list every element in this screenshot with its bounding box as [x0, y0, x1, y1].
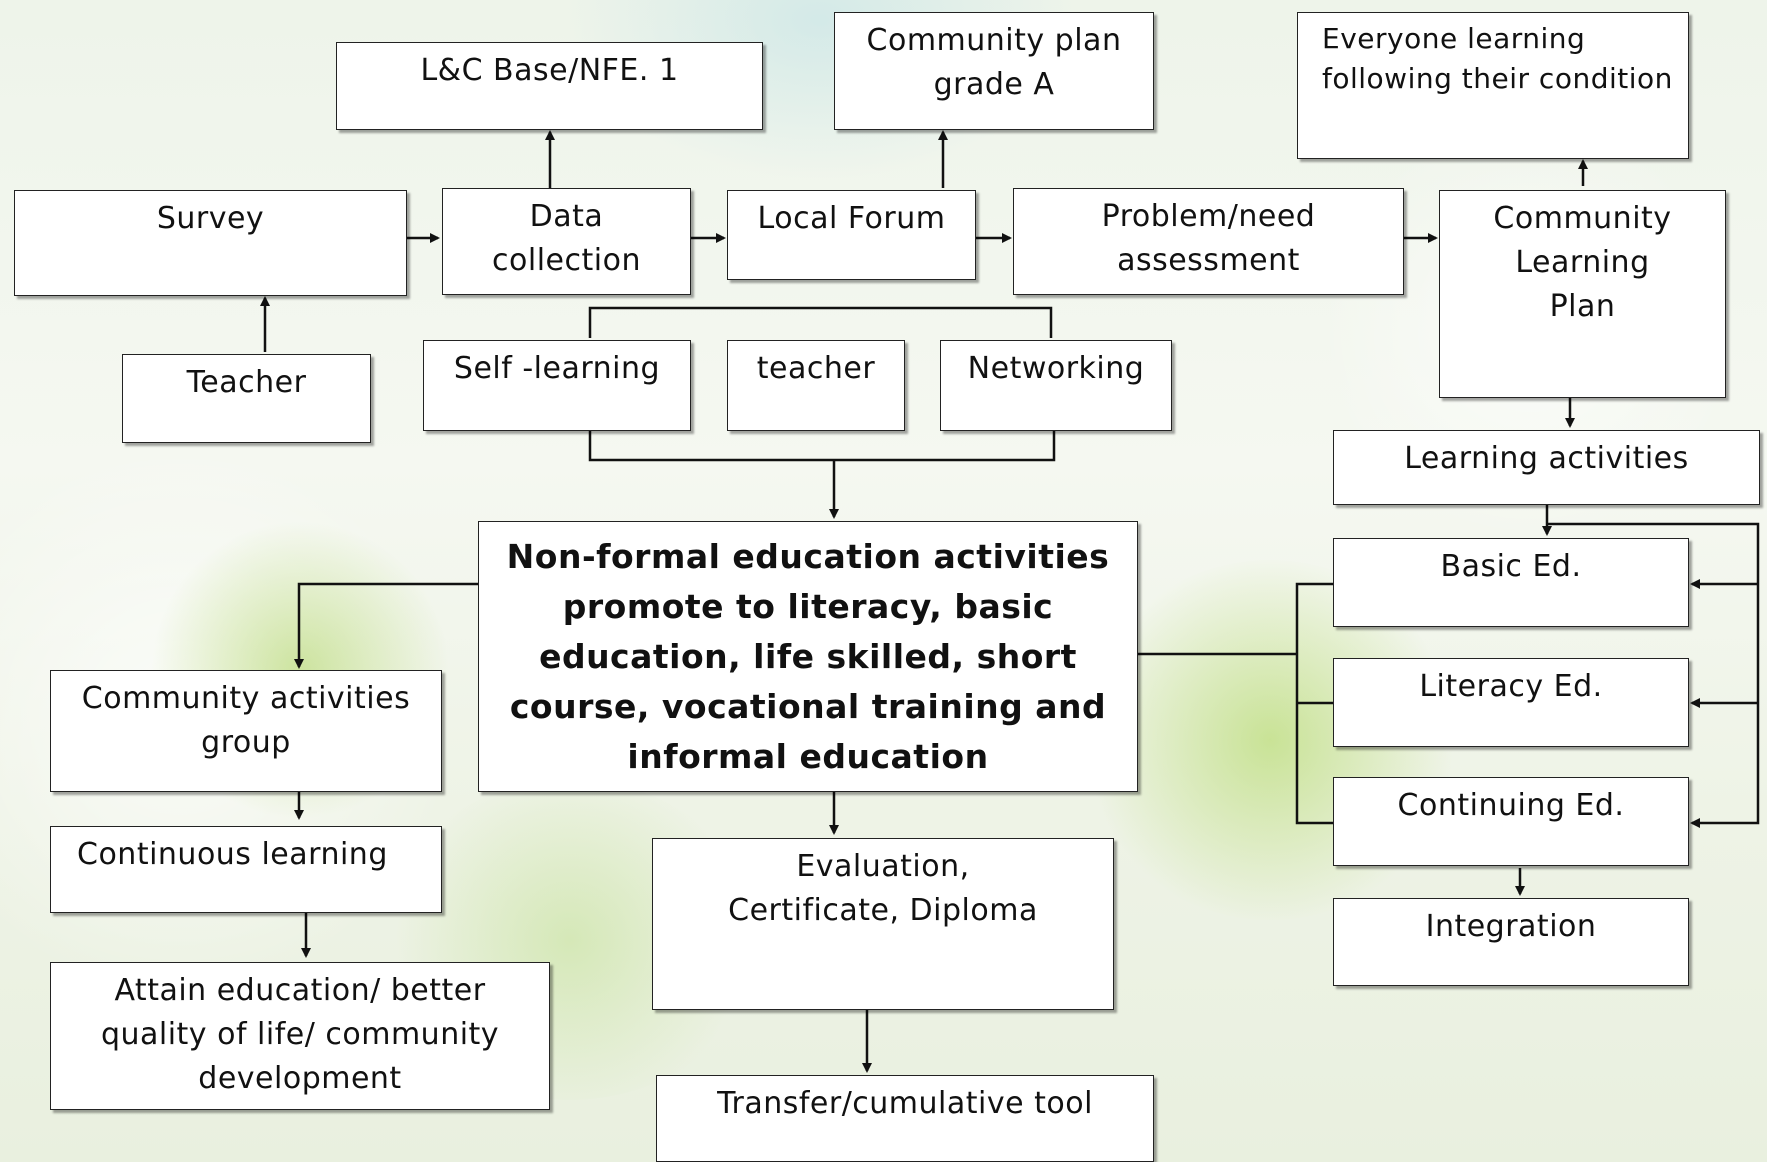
community-learning-plan-box: Community Learning Plan — [1439, 190, 1726, 398]
continuous-learning-box: Continuous learning — [50, 826, 442, 913]
problem-need-box: Problem/need assessment — [1013, 188, 1404, 295]
learning-activities-box: Learning activities — [1333, 430, 1760, 505]
local-forum-box: Local Forum — [727, 190, 976, 280]
basic-ed-box: Basic Ed. — [1333, 538, 1689, 627]
community-activities-box: Community activities group — [50, 670, 442, 792]
teacher-box-left: Teacher — [122, 354, 371, 443]
networking-box: Networking — [940, 340, 1172, 431]
lc-base-box: L&C Base/NFE. 1 — [336, 42, 763, 130]
self-learning-box: Self -learning — [423, 340, 691, 431]
everyone-learning-box: Everyone learning following their condit… — [1297, 12, 1689, 159]
teacher-box-mid: teacher — [727, 340, 905, 431]
survey-box: Survey — [14, 190, 407, 296]
continuing-ed-box: Continuing Ed. — [1333, 777, 1689, 866]
attain-education-box: Attain education/ better quality of life… — [50, 962, 550, 1110]
integration-box: Integration — [1333, 898, 1689, 986]
data-collection-box: Data collection — [442, 188, 691, 295]
transfer-tool-box: Transfer/cumulative tool — [656, 1075, 1154, 1162]
evaluation-box: Evaluation, Certificate, Diploma — [652, 838, 1114, 1010]
literacy-ed-box: Literacy Ed. — [1333, 658, 1689, 747]
nonformal-education-box: Non-formal education activities promote … — [478, 521, 1138, 792]
community-plan-box: Community plan grade A — [834, 12, 1154, 130]
